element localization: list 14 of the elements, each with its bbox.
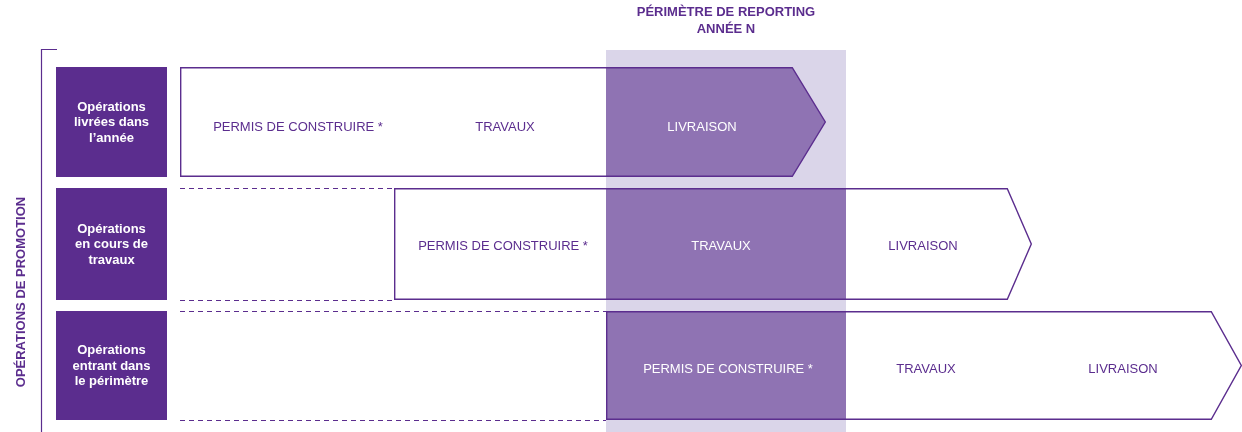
axis-label: OPÉRATIONS DE PROMOTION <box>12 196 28 388</box>
phase-label: PERMIS DE CONSTRUIRE * <box>643 360 813 376</box>
phase-label: LIVRAISON <box>667 118 737 134</box>
phase-label: TRAVAUX <box>475 118 535 134</box>
phase-label: PERMIS DE CONSTRUIRE * <box>213 118 383 134</box>
row-header: Opérations en cours de travaux <box>56 188 167 300</box>
row-header: Opérations livrées dans l’année <box>56 67 167 177</box>
row-header: Opérations entrant dans le périmètre <box>56 311 167 420</box>
phase-label: PERMIS DE CONSTRUIRE * <box>418 237 588 253</box>
phase-label: TRAVAUX <box>691 237 751 253</box>
phase-label: LIVRAISON <box>888 237 958 253</box>
band-heading: PÉRIMÈTRE DE REPORTING ANNÉE N <box>635 4 817 38</box>
phase-label: LIVRAISON <box>1088 360 1158 376</box>
phase-label: TRAVAUX <box>896 360 956 376</box>
